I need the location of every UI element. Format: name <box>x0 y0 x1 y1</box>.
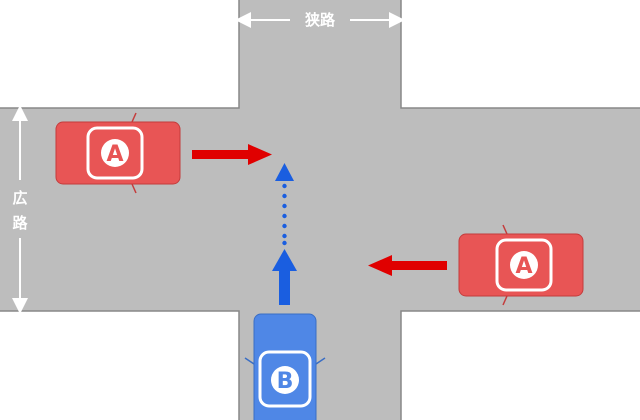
car-mirror-bottom <box>131 183 137 194</box>
car-mirror-top <box>131 112 137 123</box>
narrow-road-label: 狭路 <box>304 11 336 29</box>
car-mirror-left <box>244 357 255 365</box>
arrow-a-right-left <box>368 255 447 276</box>
car-badge <box>510 251 538 279</box>
car-roof <box>258 350 312 408</box>
wide-road-label-char2: 路 <box>12 214 28 232</box>
path-b-dotted <box>275 163 294 246</box>
car-letter: A <box>106 142 123 167</box>
arrow-a-left-right <box>192 144 272 165</box>
car-a-left: A <box>55 112 181 194</box>
narrow-road-dimension: 狭路 <box>235 11 405 29</box>
car-badge <box>271 366 299 394</box>
car-roof <box>86 126 144 180</box>
path-b-arrowhead <box>275 163 294 181</box>
wide-road-dimension: 広 路 <box>12 105 28 314</box>
car-b: B <box>244 313 326 420</box>
car-mirror-bottom <box>502 295 508 306</box>
car-letter: B <box>277 369 294 394</box>
car-badge <box>101 139 129 167</box>
wide-road-label-char1: 広 <box>12 189 27 207</box>
car-roof <box>495 238 553 292</box>
car-a-right: A <box>458 224 584 306</box>
car-mirror-top <box>502 224 508 235</box>
car-mirror-right <box>315 357 326 365</box>
arrow-b-up <box>272 249 297 305</box>
car-letter: A <box>515 254 532 279</box>
